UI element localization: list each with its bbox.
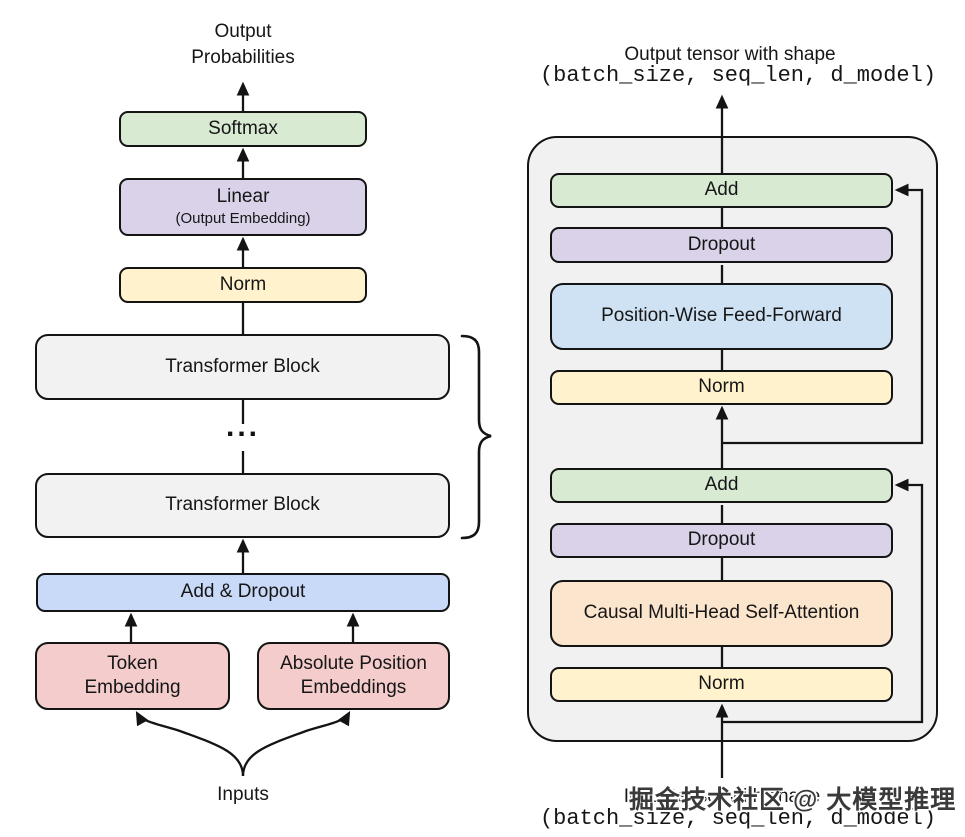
output-probabilities-label: Output Probabilities — [191, 21, 295, 68]
arrow-inputs-to-token — [135, 710, 245, 777]
watermark: 掘金技术社区 @ 大模型推理 — [629, 786, 957, 814]
brace-transformer-blocks — [460, 334, 492, 540]
output-tensor-shape: (batch_size, seq_len, d_model) — [539, 63, 937, 88]
transformer-block-2: Transformer Block — [35, 473, 450, 538]
stack-ellipsis: ... — [226, 410, 261, 443]
softmax-box: Softmax — [119, 111, 367, 147]
linear-label: Linear — [216, 186, 270, 208]
token-embedding-box: Token Embedding — [35, 642, 230, 710]
norm-box-bottom: Norm — [550, 667, 893, 702]
add-box-top: Add — [550, 173, 893, 208]
input-tensor-shape: (batch_size, seq_len, d_model) — [539, 806, 937, 831]
causal-attention-box: Causal Multi-Head Self-Attention — [550, 580, 893, 647]
inputs-label: Inputs — [217, 784, 269, 805]
linear-box: Linear (Output Embedding) — [119, 178, 367, 236]
norm-box-top: Norm — [550, 370, 893, 405]
transformer-block-1: Transformer Block — [35, 334, 450, 400]
input-tensor-title: Input tensor with shape — [623, 786, 821, 807]
dropout-box-top: Dropout — [550, 227, 893, 263]
feed-forward-box: Position-Wise Feed-Forward — [550, 283, 893, 350]
output-tensor-title: Output tensor with shape — [624, 44, 836, 65]
arrow-inputs-to-pos — [241, 710, 351, 777]
norm-box-left: Norm — [119, 267, 367, 303]
add-box-bottom: Add — [550, 468, 893, 503]
linear-sublabel: (Output Embedding) — [175, 209, 311, 227]
absolute-position-embeddings-box: Absolute Position Embeddings — [257, 642, 450, 710]
dropout-box-bottom: Dropout — [550, 523, 893, 558]
add-dropout-box: Add & Dropout — [36, 573, 450, 612]
